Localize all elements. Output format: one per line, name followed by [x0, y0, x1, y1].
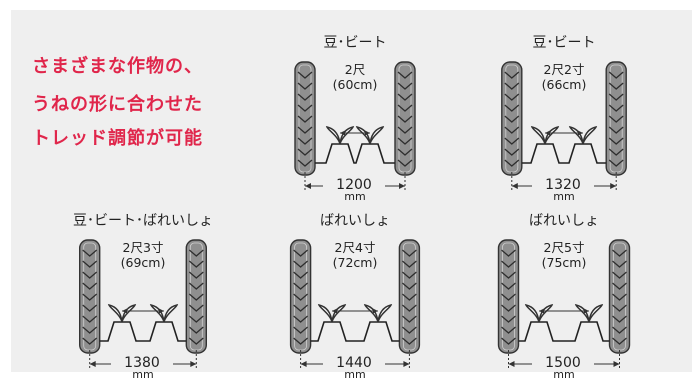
arrow-left-icon: [539, 308, 544, 314]
row-spacing-cm-label: (69cm): [120, 255, 166, 270]
arrow-right-icon: [190, 361, 197, 367]
tread-drawing: [294, 61, 416, 192]
track-width-value: 1500: [532, 355, 594, 371]
right-tire: [398, 239, 421, 354]
track-width-value: 1320: [532, 177, 594, 193]
arrow-left-icon: [89, 361, 96, 367]
track-width-unit: mm: [132, 368, 154, 381]
arrow-right-icon: [159, 308, 164, 314]
row-spacing-label: 2尺3寸: [122, 240, 164, 255]
ridge-profile: [315, 143, 395, 164]
right-tire: [185, 239, 208, 354]
track-width-unit: mm: [553, 368, 575, 381]
track-width-unit: mm: [344, 190, 366, 203]
arrow-left-icon: [340, 130, 345, 136]
left-tire: [79, 239, 101, 354]
row-spacing-label: 2尺: [344, 62, 366, 77]
ridge-profile: [521, 143, 607, 164]
plant-icon: [355, 125, 385, 145]
plant-icon: [524, 303, 554, 323]
track-width-value: 1440: [323, 355, 385, 371]
ridge-profile: [518, 321, 610, 342]
row-spacing-cm-label: (75cm): [541, 255, 587, 270]
headline-line-3: トレッド調節が可能: [32, 128, 203, 149]
plant-icon: [325, 125, 355, 145]
row-spacing-cm-label: (66cm): [541, 77, 587, 92]
arrow-left-icon: [511, 183, 518, 189]
plant-icon: [568, 125, 598, 145]
headline-line-2: うねの形に合わせた: [32, 94, 203, 115]
left-tire: [294, 61, 316, 176]
tread-drawing: [497, 239, 631, 370]
arrow-left-icon: [300, 361, 307, 367]
tread-drawing: [289, 239, 421, 370]
plant-icon: [149, 303, 179, 323]
right-tire: [605, 61, 627, 176]
arrow-right-icon: [610, 183, 617, 189]
arrow-left-icon: [545, 130, 550, 136]
crop-label: ばれいしょ: [529, 213, 599, 229]
track-width-unit: mm: [553, 190, 575, 203]
row-spacing-cm-label: (60cm): [332, 77, 378, 92]
plant-icon: [363, 303, 393, 323]
arrow-right-icon: [584, 308, 589, 314]
arrow-right-icon: [578, 130, 583, 136]
row-spacing-label: 2尺4寸: [334, 240, 376, 255]
right-tire: [394, 61, 416, 176]
arrow-right-icon: [365, 130, 370, 136]
arrow-left-icon: [508, 361, 515, 367]
ridge-profile: [99, 321, 187, 342]
tread-drawing: [79, 239, 208, 370]
crop-label: 豆･ビート: [323, 35, 387, 51]
row-spacing-label: 2尺5寸: [543, 240, 585, 255]
arrow-left-icon: [122, 308, 127, 314]
crop-label: 豆･ビート･ばれいしょ: [73, 213, 213, 229]
plant-icon: [530, 125, 560, 145]
arrow-left-icon: [305, 183, 311, 189]
plant-icon: [317, 303, 347, 323]
plant-icon: [107, 303, 137, 323]
arrow-right-icon: [613, 361, 620, 367]
track-width-value: 1200: [323, 177, 385, 193]
arrow-right-icon: [403, 361, 410, 367]
arrow-right-icon: [399, 183, 405, 189]
headline-line-1: さまざまな作物の、: [32, 56, 203, 77]
plant-icon: [574, 303, 604, 323]
tread-drawing: [501, 61, 627, 192]
left-tire: [497, 239, 520, 354]
row-spacing-cm-label: (72cm): [332, 255, 378, 270]
row-spacing-label: 2尺2寸: [543, 62, 585, 77]
track-width-value: 1380: [111, 355, 173, 371]
ridge-profile: [310, 321, 400, 342]
arrow-right-icon: [373, 308, 378, 314]
crop-label: 豆･ビート: [532, 35, 596, 51]
left-tire: [289, 239, 312, 354]
track-width-unit: mm: [344, 368, 366, 381]
arrow-left-icon: [332, 308, 337, 314]
crop-label: ばれいしょ: [320, 213, 390, 229]
